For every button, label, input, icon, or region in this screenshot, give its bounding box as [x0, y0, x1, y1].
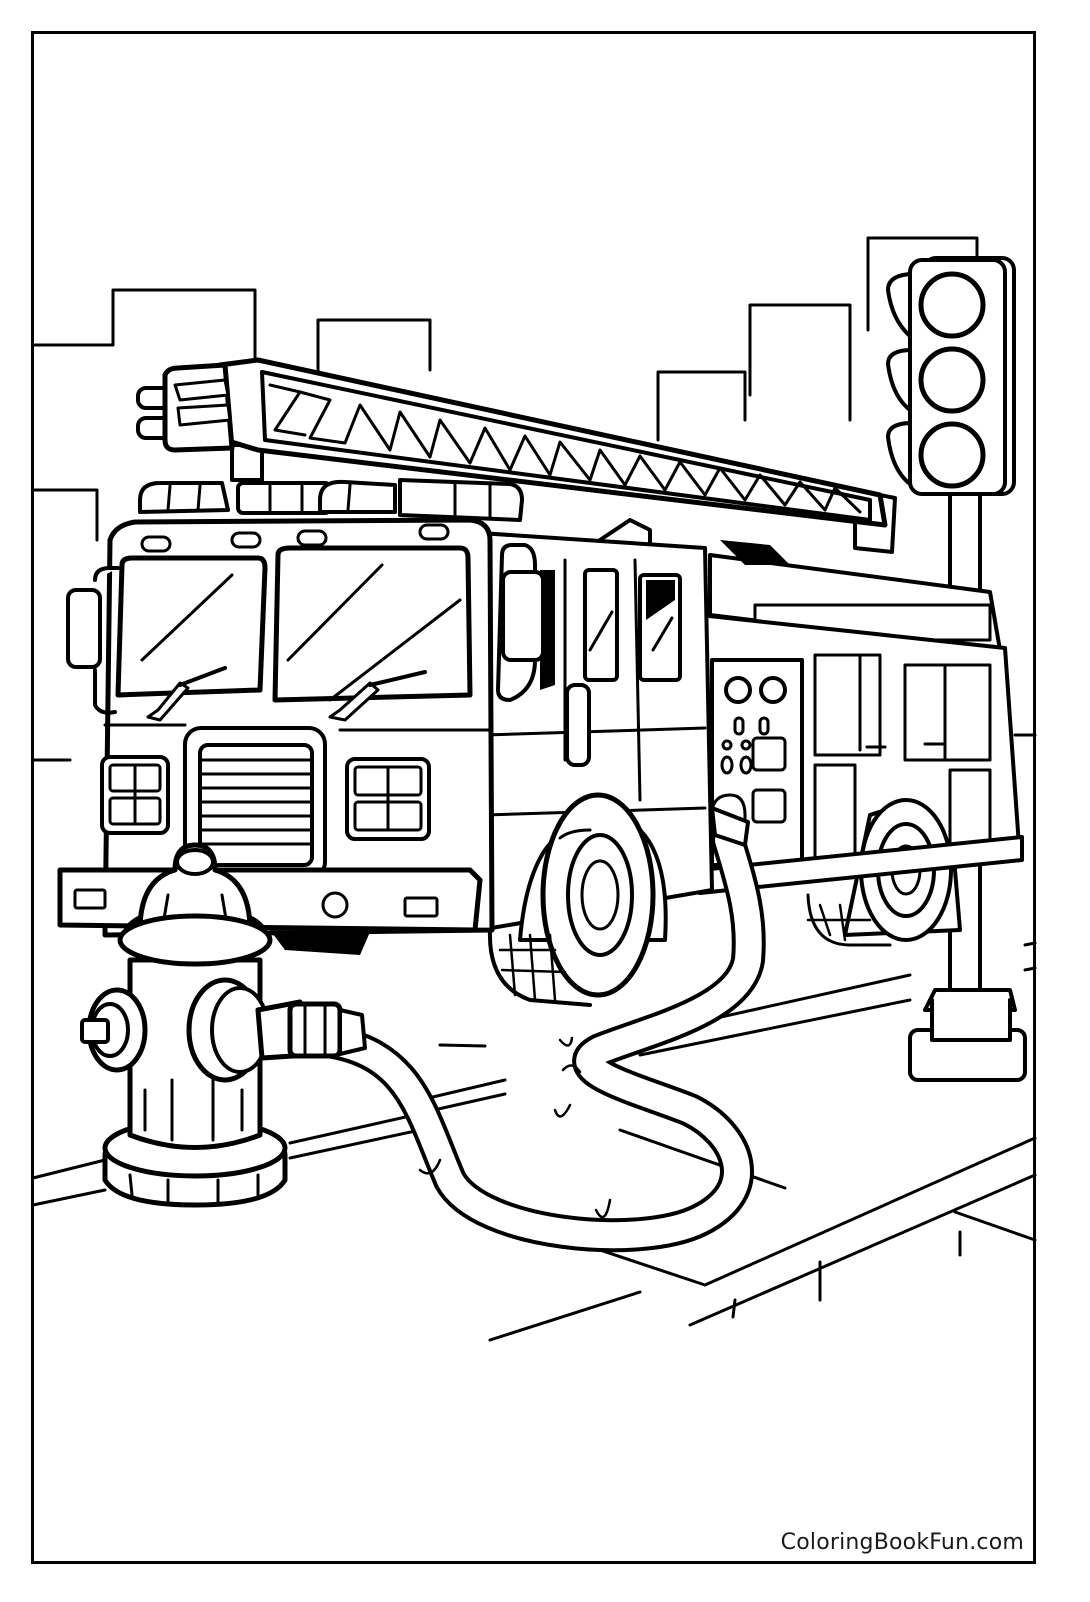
fire-truck [57, 357, 1024, 1007]
city-skyline [31, 236, 1037, 762]
aerial-ladder [136, 357, 897, 565]
site-watermark: ColoringBookFun.com [780, 1530, 1024, 1555]
emergency-light-bar [138, 478, 524, 522]
fire-hose [303, 806, 766, 1253]
traffic-light [886, 256, 1027, 1082]
street-curb [31, 941, 1037, 1342]
page-border-frame [31, 31, 1036, 1564]
fire-hydrant [80, 842, 367, 1208]
